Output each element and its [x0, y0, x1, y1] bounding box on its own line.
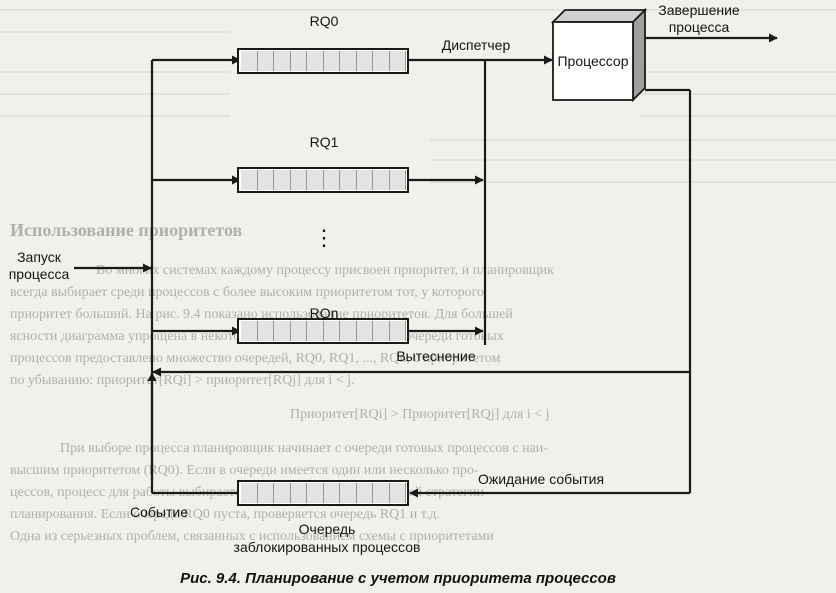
launch-label-line2: процесса: [9, 266, 70, 282]
rq1-label: RQ1: [310, 134, 339, 150]
blocked-queue-label-line2: заблокированных процессов: [234, 539, 421, 555]
processor-label: Процессор: [557, 53, 628, 69]
event-label: Событие: [130, 504, 188, 520]
completion-label-line2: процесса: [669, 19, 730, 35]
rq0-label: RQ0: [310, 13, 339, 29]
rqn-label: RQn: [310, 305, 339, 321]
background-line: Приоритет[RQi] > Приоритет[RQj] для i < …: [290, 407, 550, 422]
dispatcher-label: Диспетчер: [442, 37, 511, 53]
completion-label: Завершение: [658, 2, 740, 18]
background-line: Одна из серьезных проблем, связанных с и…: [10, 529, 494, 544]
launch-label: Запуск: [17, 249, 62, 265]
background-line: по убыванию: приоритет[RQi] > приоритет[…: [10, 373, 355, 388]
background-heading: Использование приоритетов: [10, 220, 242, 240]
event-wait-label: Ожидание события: [478, 471, 604, 487]
preemption-label: Вытеснение: [396, 348, 476, 364]
background-line: При выборе процесса планировщик начинает…: [60, 441, 548, 456]
rq1-queue: [237, 167, 409, 193]
background-page-text: Использование приоритетов Во многих сист…: [0, 9, 836, 544]
processor-box: [550, 7, 648, 103]
background-line: высшим приоритетом (RQ0). Если в очереди…: [10, 463, 479, 478]
blocked-queue: [237, 480, 409, 506]
queue-ellipsis: ⋮: [313, 225, 335, 250]
rq0-queue: [237, 48, 409, 74]
background-line: планирования. Если очередь RQ0 пуста, пр…: [10, 507, 440, 522]
figure-caption: Рис. 9.4. Планирование с учетом приорите…: [180, 570, 616, 587]
background-line: процессов предоставлено множество очеред…: [10, 351, 501, 366]
background-line: всегда выбирает среди процессов с более …: [10, 285, 484, 300]
rqn-queue: [237, 318, 409, 344]
blocked-queue-label: Очередь: [299, 521, 356, 537]
background-line: Во многих системах каждому процессу прис…: [96, 263, 554, 278]
